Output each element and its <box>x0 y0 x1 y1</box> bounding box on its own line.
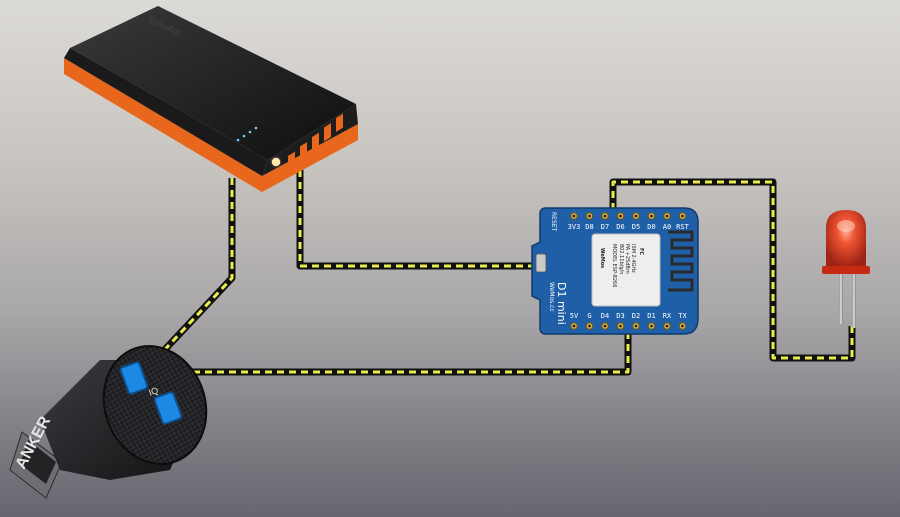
bottom-pin-drill-d4 <box>603 324 607 328</box>
usb-port-2[interactable] <box>153 391 183 425</box>
bottom-pin-drill-rx <box>665 324 669 328</box>
bottom-pin-drill-tx <box>681 324 684 328</box>
bottom-pin-label-d3: D3 <box>616 312 624 320</box>
wire-charger-to-d1 <box>145 334 632 376</box>
top-pin-drill-d8 <box>588 214 591 218</box>
usb-port-1[interactable] <box>119 361 149 395</box>
battery-indicator-icon <box>236 126 258 142</box>
chip-line-1: ISM 2.4GHz <box>630 244 636 273</box>
wire-powerbank-to-d1 <box>296 170 532 270</box>
top-pin-row: 3V3 D8 D7 D6 D5 D0 A0 RST <box>568 212 690 231</box>
reset-button[interactable] <box>535 253 547 273</box>
bottom-pin-row: 5V G D4 D3 D2 D1 RX TX <box>570 312 687 330</box>
top-pin-label-d0: D0 <box>647 223 655 231</box>
top-pin-label-d6: D6 <box>616 223 624 231</box>
wire-d1-to-led-top <box>609 178 856 362</box>
board-name-block: D1 mini WeMos.cc <box>548 282 568 325</box>
antenna-trace <box>668 230 694 292</box>
car-charger: IQ ANKER <box>9 345 208 499</box>
bottom-pin-label-d4: D4 <box>601 312 609 320</box>
flashlight-icon <box>270 156 282 168</box>
top-pin-label-rst: RST <box>676 223 689 231</box>
usb-ports <box>288 113 343 171</box>
bottom-pin-label-d1: D1 <box>647 312 655 320</box>
top-pin-label-d8: D8 <box>585 223 593 231</box>
chip-model: MODEL ESP-8266 <box>611 244 617 287</box>
top-pin-drill-d0 <box>650 214 653 218</box>
top-pin-drill-d6 <box>619 214 622 218</box>
bottom-pin-drill-5v <box>572 324 576 328</box>
top-pin-drill-d5 <box>634 214 638 218</box>
chip-line-2: PA +25dBm <box>624 244 630 274</box>
power-bank: EasyAcc <box>64 6 358 192</box>
iq-label: IQ <box>147 385 159 398</box>
fcc-mark: FC <box>638 248 644 255</box>
bottom-pin-label-rx: RX <box>663 312 672 320</box>
bottom-pin-label-tx: TX <box>678 312 687 320</box>
top-pin-drill-3v3 <box>572 214 576 218</box>
wire-powerbank-to-charger <box>137 178 236 379</box>
top-pin-label-3v3: 3V3 <box>568 223 581 231</box>
reset-label: RESET <box>550 212 557 232</box>
top-pin-drill-d7 <box>603 214 607 218</box>
esp8266-shield <box>591 233 661 307</box>
top-pin-label-d7: D7 <box>601 223 609 231</box>
top-pin-drill-a0 <box>665 214 669 218</box>
shield-print: FC ISM 2.4GHz PA +25dBm 802.11b/g/n MODE… <box>599 244 644 287</box>
board-name: D1 mini <box>555 282 568 325</box>
chip-line-3: 802.11b/g/n <box>618 244 624 274</box>
bottom-pin-drill-d2 <box>634 324 638 328</box>
bottom-pin-label-g: G <box>587 312 591 320</box>
red-led <box>822 210 870 328</box>
bottom-pin-drill-d3 <box>619 324 622 328</box>
top-pin-label-a0: A0 <box>663 223 671 231</box>
bottom-pin-drill-g <box>588 324 591 328</box>
top-pin-label-d5: D5 <box>632 223 640 231</box>
bottom-pin-label-d2: D2 <box>632 312 640 320</box>
chip-logo: WeMos <box>599 248 605 268</box>
d1-mini-board: RESET 3V3 D8 D7 D6 D5 D0 A0 RST 5V G D4 D3 D2 D1 RX TX… <box>531 207 699 335</box>
bottom-pin-label-5v: 5V <box>570 312 579 320</box>
board-maker: WeMos.cc <box>548 282 555 312</box>
top-pin-drill-rst <box>681 214 684 218</box>
bottom-pin-drill-d1 <box>650 324 653 328</box>
